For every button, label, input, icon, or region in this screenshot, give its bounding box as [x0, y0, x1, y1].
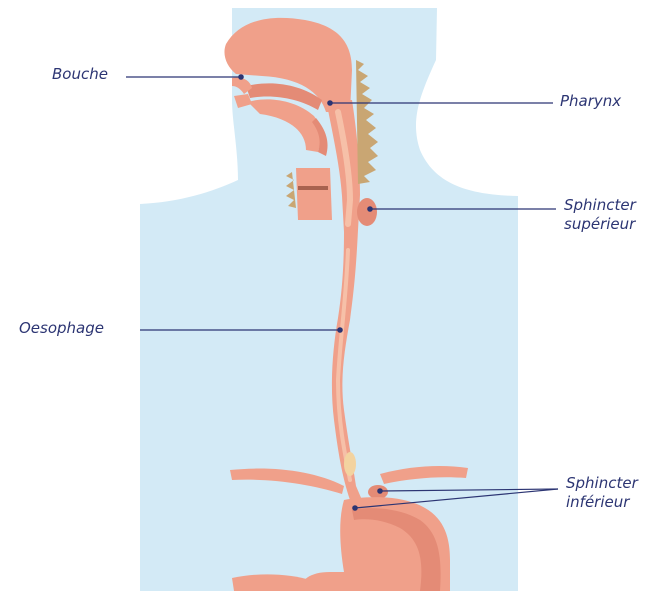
- larynx-band: [298, 186, 328, 190]
- bolus: [344, 452, 356, 476]
- leader-sphincter-inferieur-b-dot: [353, 506, 357, 510]
- label-pharynx: Pharynx: [560, 92, 621, 111]
- label-bouche: Bouche: [52, 65, 108, 84]
- leader-oesophage-dot: [338, 328, 342, 332]
- label-sphincter-superieur: Sphincter supérieur: [564, 196, 636, 234]
- label-oesophage: Oesophage: [19, 319, 104, 338]
- leader-sphincter-inferieur-a-dot: [378, 489, 382, 493]
- leader-bouche-dot: [239, 75, 243, 79]
- upper-sphincter: [357, 198, 377, 226]
- label-sphincter-inferieur: Sphincter inférieur: [566, 474, 638, 512]
- larynx: [296, 168, 332, 220]
- leader-pharynx-dot: [328, 101, 332, 105]
- leader-sphincter-superieur-dot: [368, 207, 372, 211]
